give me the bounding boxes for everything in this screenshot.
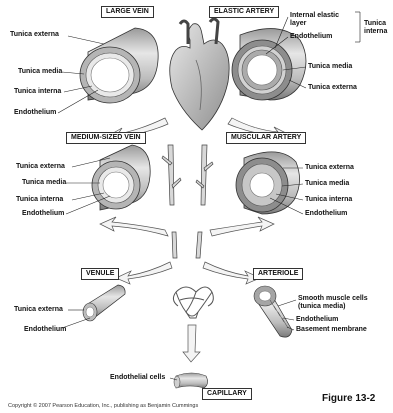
label-ea-tunica-media: Tunica media (308, 63, 352, 71)
lower-arrows (116, 262, 260, 284)
capillary-bed-illustration (173, 287, 213, 318)
label-mv-tunica-media: Tunica media (22, 179, 66, 187)
label-arteriole-endothelium: Endothelium (296, 316, 338, 324)
label-ea-endothelium: Endothelium (290, 33, 332, 41)
label-arteriole-smooth-muscle: Smooth muscle cells (298, 295, 368, 303)
panel-header-capillary: CAPILLARY (202, 388, 252, 400)
label-ea-internal-elastic: Internal elastic (290, 12, 339, 20)
venule-illustration (83, 285, 125, 321)
label-ma-endothelium: Endothelium (305, 210, 347, 218)
label-ma-tunica-media: Tunica media (305, 180, 349, 188)
label-venule-endothelium: Endothelium (24, 326, 66, 334)
label-lv-tunica-media: Tunica media (18, 68, 62, 76)
label-lv-endothelium: Endothelium (14, 109, 56, 117)
arteriole-illustration (254, 286, 292, 337)
figure-label: Figure 13-2 (322, 393, 375, 404)
label-arteriole-basement-membrane: Basement membrane (296, 326, 367, 334)
label-mv-endothelium: Endothelium (22, 210, 64, 218)
label-arteriole-tunica-media: (tunica media) (298, 303, 345, 311)
label-ea-tunica-externa: Tunica externa (308, 84, 357, 92)
label-lv-tunica-externa: Tunica externa (10, 31, 59, 39)
capillary-arrow (183, 325, 200, 362)
panel-header-large-vein: LARGE VEIN (101, 6, 154, 18)
label-mv-tunica-interna: Tunica interna (16, 196, 63, 204)
heart-illustration (170, 19, 229, 130)
label-ea-tunica-interna-1: Tunica (364, 20, 386, 28)
large-vein-illustration (80, 28, 158, 103)
label-ma-tunica-externa: Tunica externa (305, 164, 354, 172)
label-ea-internal-elastic-layer: layer (290, 20, 306, 28)
label-ma-tunica-interna: Tunica interna (305, 196, 352, 204)
muscular-artery-illustration (236, 152, 300, 214)
label-venule-tunica-externa: Tunica externa (14, 306, 63, 314)
panel-header-muscular-artery: MUSCULAR ARTERY (226, 132, 306, 144)
middle-arrows (100, 217, 274, 236)
label-mv-tunica-externa: Tunica externa (16, 163, 65, 171)
medium-vein-illustration (92, 145, 150, 210)
central-vessels (162, 145, 213, 205)
label-ea-tunica-interna-2: interna (364, 28, 387, 36)
label-capillary-endothelial-cells: Endothelial cells (110, 374, 165, 382)
panel-header-medium-vein: MEDIUM-SIZED VEIN (66, 132, 146, 144)
label-lv-tunica-interna: Tunica interna (14, 88, 61, 96)
panel-header-elastic-artery: ELASTIC ARTERY (209, 6, 279, 18)
small-vessels (172, 232, 202, 258)
panel-header-venule: VENULE (81, 268, 119, 280)
capillary-illustration (174, 373, 208, 388)
panel-header-arteriole: ARTERIOLE (253, 268, 303, 280)
copyright-credit: Copyright © 2007 Pearson Education, Inc.… (8, 403, 198, 409)
